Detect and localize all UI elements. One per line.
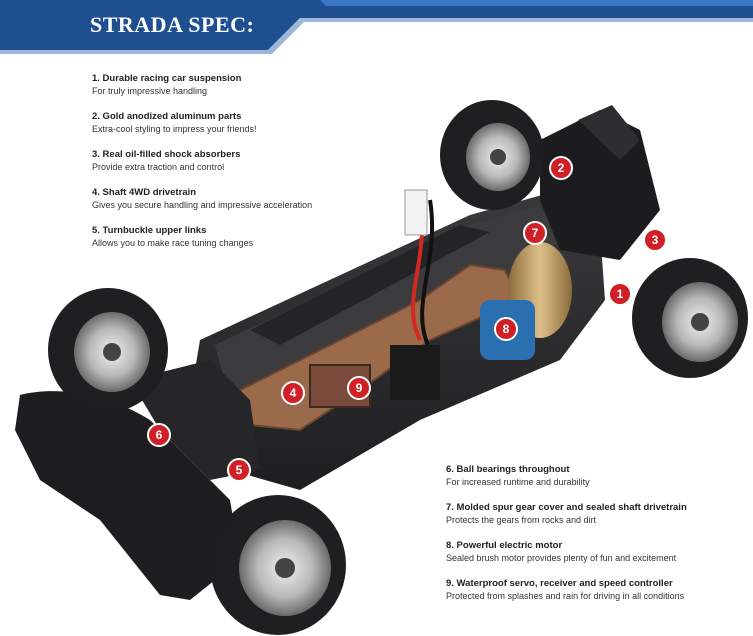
spec-title: 2. Gold anodized aluminum parts xyxy=(92,111,242,122)
spec-item-1: 1. Durable racing car suspension For tru… xyxy=(92,73,392,111)
callout-4: 4 xyxy=(281,381,305,405)
power-wire-black xyxy=(420,199,435,346)
callout-9: 9 xyxy=(347,376,371,400)
callout-8: 8 xyxy=(494,317,518,341)
spec-desc: For increased runtime and durability xyxy=(446,477,590,487)
svg-text:8: 8 xyxy=(503,322,510,336)
callout-6: 6 xyxy=(147,423,171,447)
svg-text:9: 9 xyxy=(356,381,363,395)
callout-7: 7 xyxy=(523,221,547,245)
svg-text:3: 3 xyxy=(652,233,659,247)
spec-desc: For truly impressive handling xyxy=(92,86,208,96)
spec-desc: Sealed brush motor provides plenty of fu… xyxy=(446,553,677,563)
spec-list-right: 6. Ball bearings throughout For increase… xyxy=(446,464,746,616)
spec-desc: Allows you to make race tuning changes xyxy=(92,238,254,248)
wheel-rear-left xyxy=(440,100,544,210)
spec-item-5: 5. Turnbuckle upper links Allows you to … xyxy=(92,225,392,263)
spec-desc: Protected from splashes and rain for dri… xyxy=(446,591,685,601)
header-banner: STRADA SPEC: xyxy=(0,0,753,60)
rear-shock-tower xyxy=(578,105,640,160)
speed-controller xyxy=(390,345,440,400)
battery-connector xyxy=(404,189,428,236)
wheel-rear-right xyxy=(632,258,748,378)
spec-title: 6. Ball bearings throughout xyxy=(446,464,570,475)
spec-title: 3. Real oil-filled shock absorbers xyxy=(92,149,241,160)
spec-title: 8. Powerful electric motor xyxy=(446,540,563,551)
callout-1: 1 xyxy=(608,282,632,306)
svg-text:6: 6 xyxy=(156,428,163,442)
spec-item-8: 8. Powerful electric motor Sealed brush … xyxy=(446,540,746,578)
page-title: STRADA SPEC: xyxy=(90,12,255,37)
front-suspension xyxy=(130,360,260,480)
spec-title: 4. Shaft 4WD drivetrain xyxy=(92,187,196,198)
callout-3: 3 xyxy=(643,228,667,252)
wheel-front-left xyxy=(48,288,168,412)
spec-title: 7. Molded spur gear cover and sealed sha… xyxy=(446,502,687,513)
svg-text:2: 2 xyxy=(558,161,565,175)
spec-title: 1. Durable racing car suspension xyxy=(92,73,242,84)
spec-desc: Extra-cool styling to impress your frien… xyxy=(92,124,257,134)
front-bumper xyxy=(15,391,240,600)
svg-text:7: 7 xyxy=(532,226,539,240)
spec-title: 9. Waterproof servo, receiver and speed … xyxy=(446,578,673,589)
callout-5: 5 xyxy=(227,458,251,482)
callout-2: 2 xyxy=(549,156,573,180)
spec-list-left: 1. Durable racing car suspension For tru… xyxy=(92,73,392,263)
spec-title: 5. Turnbuckle upper links xyxy=(92,225,207,236)
spec-item-7: 7. Molded spur gear cover and sealed sha… xyxy=(446,502,746,540)
spec-item-9: 9. Waterproof servo, receiver and speed … xyxy=(446,578,746,616)
spec-desc: Protects the gears from rocks and dirt xyxy=(446,515,597,525)
spec-desc: Provide extra traction and control xyxy=(92,162,225,172)
spec-item-4: 4. Shaft 4WD drivetrain Gives you secure… xyxy=(92,187,392,225)
spec-desc: Gives you secure handling and impressive… xyxy=(92,200,313,210)
svg-text:4: 4 xyxy=(290,386,297,400)
svg-text:5: 5 xyxy=(236,463,243,477)
wheel-front-right xyxy=(210,495,346,635)
svg-text:1: 1 xyxy=(617,287,624,301)
banner-shape xyxy=(0,0,753,54)
spec-item-6: 6. Ball bearings throughout For increase… xyxy=(446,464,746,502)
spec-item-2: 2. Gold anodized aluminum parts Extra-co… xyxy=(92,111,392,149)
spec-item-3: 3. Real oil-filled shock absorbers Provi… xyxy=(92,149,392,187)
